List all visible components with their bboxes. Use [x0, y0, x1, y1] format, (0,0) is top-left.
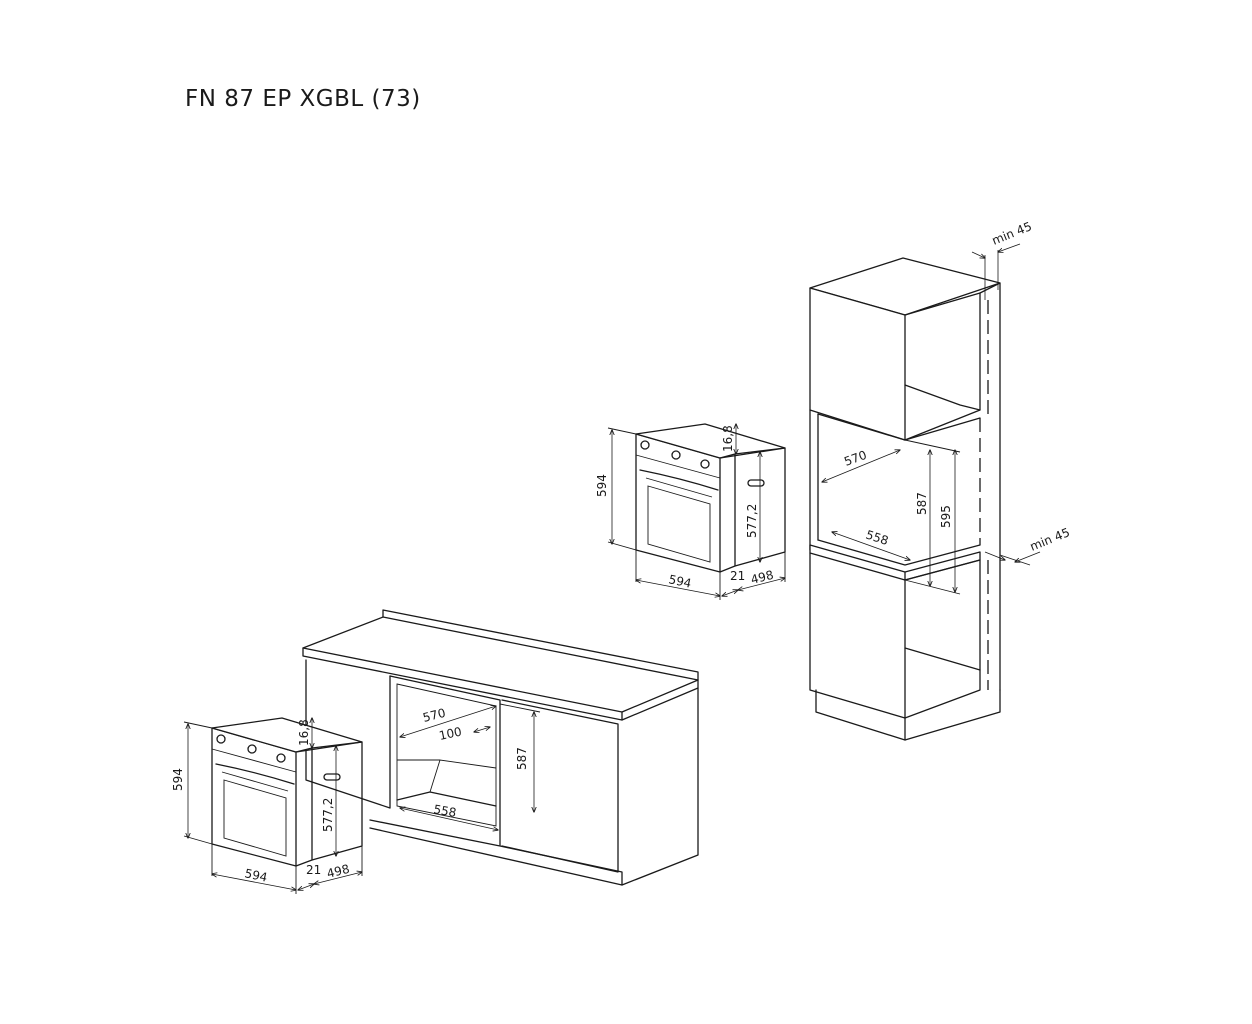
counter-vent-gap-label: 100: [438, 724, 463, 742]
oven-lower-top-gap-label: 16,8: [297, 719, 311, 746]
oven-front-label: 21: [730, 569, 745, 583]
counter-niche-height-label: 587: [515, 747, 529, 770]
oven-depth-label: 498: [749, 568, 775, 587]
niche-width-label: 570: [842, 448, 868, 469]
oven-knob-icon: [640, 440, 650, 450]
oven-a-dimensions: [607, 424, 785, 600]
oven-knob-icon: [276, 753, 286, 763]
oven-knob-icon: [247, 744, 257, 754]
oven-knob-icon: [671, 450, 681, 460]
clearance-top-label: min 45: [990, 219, 1034, 248]
counter-niche-depth-label: 558: [432, 802, 457, 820]
oven-body-height-label: 577,2: [745, 504, 759, 538]
oven-b-dimensions: [183, 718, 362, 894]
clearance-bottom-label: min 45: [1028, 525, 1072, 554]
oven-lower-front-label: 21: [306, 863, 321, 877]
under-counter-cabinet: [302, 609, 699, 886]
oven-front-view: [635, 423, 786, 573]
oven-lower-depth-label: 498: [325, 862, 351, 881]
counter-niche-width-label: 570: [421, 706, 447, 725]
oven-top-gap-label: 16,8: [721, 425, 735, 452]
oven-height-label: 594: [595, 474, 609, 497]
oven-knob-icon: [216, 734, 226, 744]
niche-depth-label: 558: [864, 528, 890, 548]
oven-width-label: 594: [667, 572, 692, 590]
column-cabinet: [809, 243, 1041, 741]
oven-front-view-lower: [211, 717, 363, 867]
oven-lower-width-label: 594: [243, 866, 268, 884]
oven-lower-height-label: 594: [171, 768, 185, 791]
page-title: FN 87 EP XGBL (73): [185, 86, 421, 112]
oven-knob-icon: [700, 459, 710, 469]
oven-lower-body-height-label: 577,2: [321, 798, 335, 832]
niche-height-label: 587: [915, 492, 929, 515]
niche-height-outer-label: 595: [939, 505, 953, 528]
